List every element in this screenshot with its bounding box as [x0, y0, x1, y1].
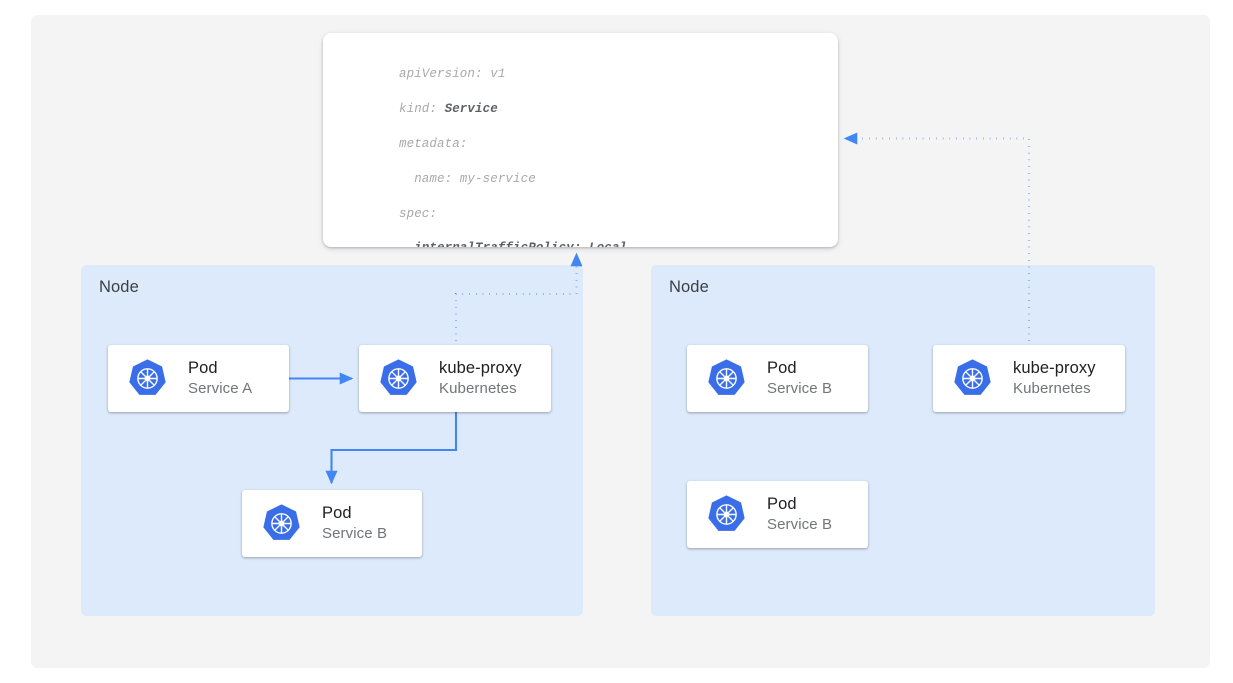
card-pod-service-b-right-bottom[interactable]: Pod Service B — [687, 481, 868, 548]
code-line-1: apiVersion: v1 — [399, 67, 506, 82]
kubernetes-logo-icon — [380, 359, 417, 395]
card-text: kube-proxy Kubernetes — [439, 358, 522, 399]
code-line-2-value: Service — [444, 102, 498, 117]
code-line-3: metadata: — [399, 137, 468, 151]
kubernetes-logo-icon — [129, 359, 166, 395]
card-subtitle: Service B — [322, 525, 388, 542]
card-text: kube-proxy Kubernetes — [1013, 358, 1096, 399]
card-text: Pod Service B — [767, 358, 832, 399]
kubernetes-logo-icon — [708, 359, 745, 395]
kubernetes-logo-icon — [263, 504, 300, 540]
card-kube-proxy-left[interactable]: kube-proxy Kubernetes — [359, 345, 551, 412]
node-left-label: Node — [99, 278, 139, 296]
card-subtitle: Service B — [767, 516, 833, 533]
code-line-6-value: internalTrafficPolicy: Local — [414, 241, 627, 247]
card-subtitle: Service B — [767, 380, 833, 397]
card-pod-service-a[interactable]: Pod Service A — [108, 345, 289, 412]
card-title: Pod — [767, 495, 797, 513]
code-line-5: spec: — [399, 206, 438, 221]
code-line-2-prefix: kind: — [399, 102, 445, 117]
card-kube-proxy-right[interactable]: kube-proxy Kubernetes — [933, 345, 1125, 412]
code-line-6: internalTrafficPolicy: Local — [399, 240, 838, 247]
service-manifest-card: apiVersion: v1 kind: Service metadata: n… — [323, 33, 838, 247]
card-subtitle: Service A — [188, 380, 253, 397]
code-line-4: name: my-service — [399, 171, 536, 186]
code-line-2: kind: Service — [399, 101, 838, 118]
card-text: Pod Service B — [322, 503, 387, 544]
kubernetes-logo-icon — [954, 359, 991, 395]
card-text: Pod Service B — [767, 494, 832, 535]
service-manifest-code: apiVersion: v1 kind: Service metadata: n… — [323, 49, 838, 247]
card-subtitle: Kubernetes — [439, 380, 517, 397]
card-title: Pod — [322, 504, 352, 522]
card-subtitle: Kubernetes — [1013, 380, 1091, 397]
node-panel-right: Node — [651, 265, 1155, 616]
card-title: Pod — [767, 359, 797, 377]
card-title: kube-proxy — [439, 359, 522, 377]
code-line-6-prefix — [399, 241, 414, 247]
card-pod-service-b-left[interactable]: Pod Service B — [242, 490, 422, 557]
card-title: kube-proxy — [1013, 359, 1096, 377]
card-pod-service-b-right-top[interactable]: Pod Service B — [687, 345, 868, 412]
node-panel-left: Node — [81, 265, 583, 616]
node-right-label: Node — [669, 278, 709, 296]
card-title: Pod — [188, 359, 218, 377]
kubernetes-logo-icon — [708, 495, 745, 531]
card-text: Pod Service A — [188, 358, 252, 399]
